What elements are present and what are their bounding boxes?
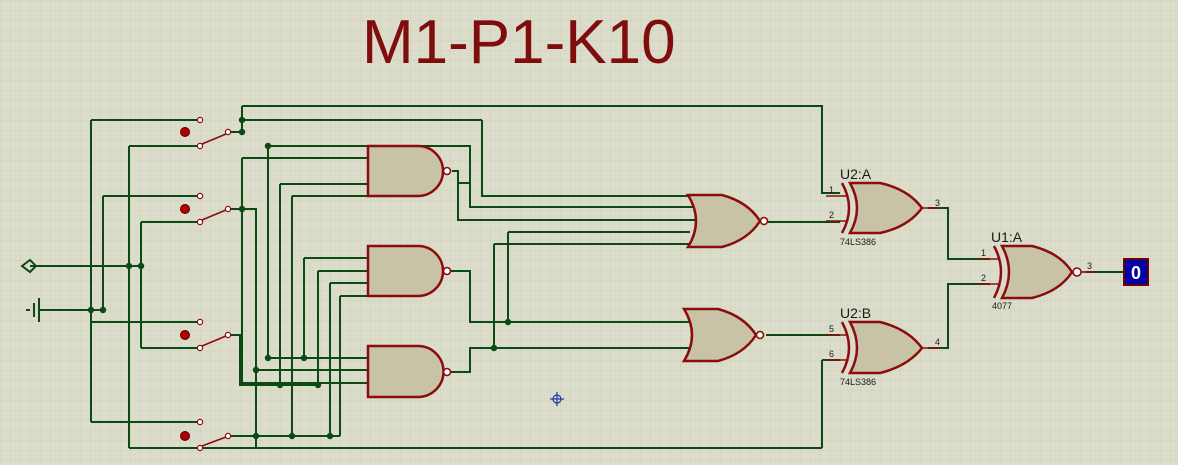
- switch-led-icon: [180, 431, 190, 441]
- wire-junctions: [87, 116, 512, 440]
- switch-4[interactable]: [180, 418, 232, 452]
- and-gate-3[interactable]: [366, 344, 452, 399]
- xor-gate-u2a[interactable]: U2:A 74LS386 1 2 3: [826, 166, 940, 247]
- part-label: 4077: [992, 301, 1012, 311]
- and-gate-1[interactable]: [366, 144, 452, 198]
- probe-value: 0: [1131, 263, 1141, 283]
- pin-number: 5: [829, 324, 834, 334]
- crosshair-cursor-icon: [550, 392, 564, 406]
- xnor-gate-u1a[interactable]: U1:A 4077 1 2 3: [978, 229, 1096, 311]
- pin-number: 2: [981, 273, 986, 283]
- switch-led-icon: [180, 330, 190, 340]
- gate-label: U2:A: [840, 166, 872, 182]
- gate-label: U2:B: [840, 305, 871, 321]
- switch-1[interactable]: [180, 116, 232, 150]
- or-gate-1[interactable]: [685, 193, 769, 249]
- xor-gate-u2b[interactable]: U2:B 74LS386 5 6 4: [826, 305, 940, 387]
- switch-led-icon: [180, 127, 190, 137]
- pin-number: 2: [829, 210, 834, 220]
- part-label: 74LS386: [840, 237, 876, 247]
- or-gate-2[interactable]: [681, 307, 765, 363]
- gate-label: U1:A: [991, 229, 1023, 245]
- part-label: 74LS386: [840, 377, 876, 387]
- pin-number: 3: [935, 198, 940, 208]
- power-terminal-icon[interactable]: [26, 298, 40, 322]
- pin-number: 1: [829, 185, 834, 195]
- switch-2[interactable]: [180, 192, 232, 226]
- logic-probe[interactable]: 0: [1123, 258, 1149, 286]
- pin-number: 4: [935, 337, 940, 347]
- pin-number: 3: [1087, 261, 1092, 271]
- schematic-title: M1-P1-K10: [362, 8, 676, 77]
- pin-number: 6: [829, 349, 834, 359]
- switch-led-icon: [180, 204, 190, 214]
- ground-terminal-icon[interactable]: [20, 258, 38, 274]
- wires: [30, 105, 1124, 449]
- switch-3[interactable]: [180, 318, 232, 352]
- and-gate-2[interactable]: [366, 244, 452, 298]
- pin-number: 1: [981, 248, 986, 258]
